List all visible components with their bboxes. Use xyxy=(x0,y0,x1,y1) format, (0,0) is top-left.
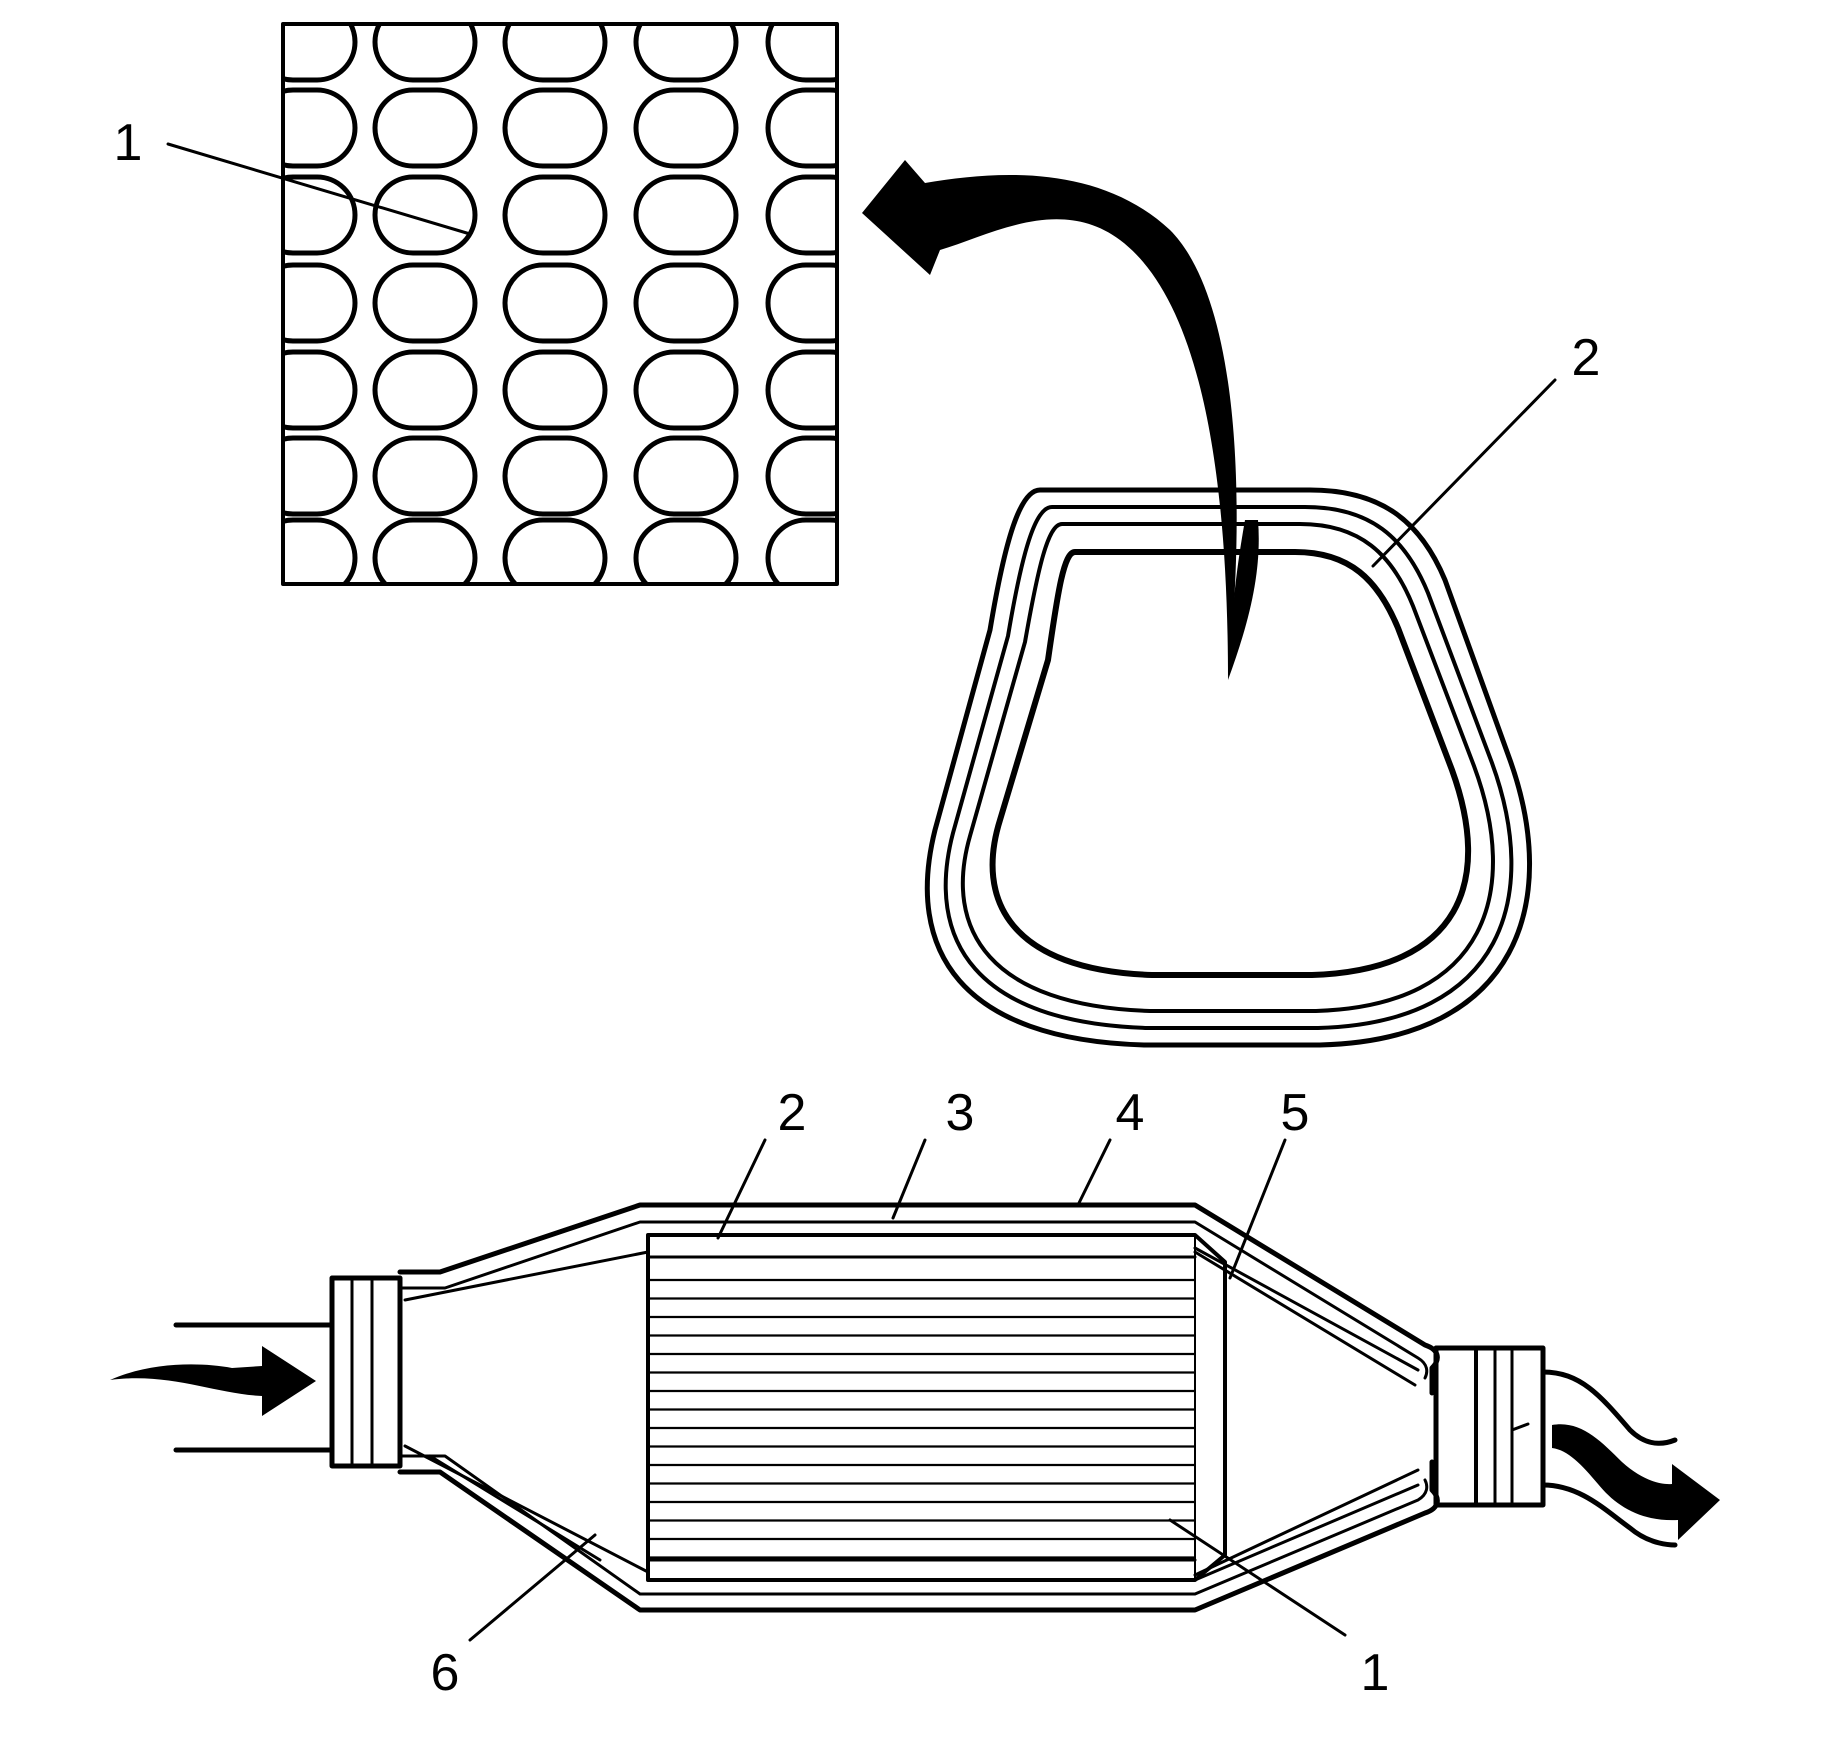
callout-body-6: 6 xyxy=(431,1644,460,1702)
honeycomb-cell xyxy=(765,174,837,256)
honeycomb-cell xyxy=(502,349,608,431)
leader-line-section-2 xyxy=(1371,378,1557,568)
honeycomb-cell xyxy=(633,87,739,169)
honeycomb-cell xyxy=(633,435,739,517)
honeycomb-cell xyxy=(372,87,478,169)
honeycomb-cells xyxy=(283,24,837,584)
callout-body-5: 5 xyxy=(1281,1084,1310,1142)
honeycomb-cell xyxy=(283,262,358,344)
leader-line-body-3 xyxy=(891,1138,927,1220)
honeycomb-cell xyxy=(283,435,358,517)
honeycomb-cell xyxy=(372,517,478,584)
callout-body-3: 3 xyxy=(946,1084,975,1142)
honeycomb-cell xyxy=(283,517,358,584)
outlet-flow-arrow xyxy=(1552,1424,1720,1540)
honeycomb-cell xyxy=(502,174,608,256)
honeycomb-cell xyxy=(372,262,478,344)
callout-detail-1: 1 xyxy=(114,114,143,172)
honeycomb-cell xyxy=(765,517,837,584)
curved-arrow-icon xyxy=(862,160,1237,680)
honeycomb-cell xyxy=(372,24,478,83)
honeycomb-cell xyxy=(633,174,739,256)
honeycomb-cell xyxy=(502,24,608,83)
honeycomb-cell xyxy=(633,24,739,83)
honeycomb-cell xyxy=(765,435,837,517)
honeycomb-cell xyxy=(372,349,478,431)
honeycomb-cell xyxy=(283,87,358,169)
honeycomb-cell xyxy=(372,174,478,256)
substrate-channels xyxy=(648,1278,1195,1559)
leader-line-body-4 xyxy=(1076,1138,1112,1207)
honeycomb-cell xyxy=(502,87,608,169)
substrate-grid xyxy=(989,549,1472,978)
callout-body-2: 2 xyxy=(778,1084,807,1142)
detail-frame xyxy=(281,22,839,586)
arrow-right-icon xyxy=(110,1346,316,1416)
substrate-cross-section: 2 xyxy=(924,329,1601,1048)
leader-line-body-2 xyxy=(716,1138,767,1240)
honeycomb-cell xyxy=(502,517,608,584)
honeycomb-cell xyxy=(633,517,739,584)
honeycomb-cell xyxy=(765,24,837,83)
honeycomb-cell xyxy=(283,174,358,256)
callout-body-4: 4 xyxy=(1116,1084,1145,1142)
honeycomb-cell xyxy=(283,24,358,83)
callout-body-1: 1 xyxy=(1361,1644,1390,1702)
outlet-flange xyxy=(1433,1345,1678,1548)
converter-body: 2 3 4 5 6 1 xyxy=(110,1084,1720,1702)
honeycomb-cell xyxy=(372,435,478,517)
honeycomb-cell xyxy=(502,262,608,344)
honeycomb-cell xyxy=(502,435,608,517)
honeycomb-cell xyxy=(283,349,358,431)
leader-line-body-5 xyxy=(1228,1138,1287,1280)
honeycomb-cell xyxy=(633,262,739,344)
honeycomb-cell xyxy=(765,349,837,431)
honeycomb-cell xyxy=(765,87,837,169)
callout-section-2: 2 xyxy=(1572,329,1601,387)
leader-line-body-6 xyxy=(468,1533,597,1642)
honeycomb-cell xyxy=(633,349,739,431)
honeycomb-cell xyxy=(765,262,837,344)
honeycomb-detail-inset: 1 xyxy=(114,22,839,586)
inlet-flange xyxy=(173,1275,403,1469)
leader-line-detail-1 xyxy=(166,142,472,236)
leader-line-body-1 xyxy=(1168,1518,1347,1637)
